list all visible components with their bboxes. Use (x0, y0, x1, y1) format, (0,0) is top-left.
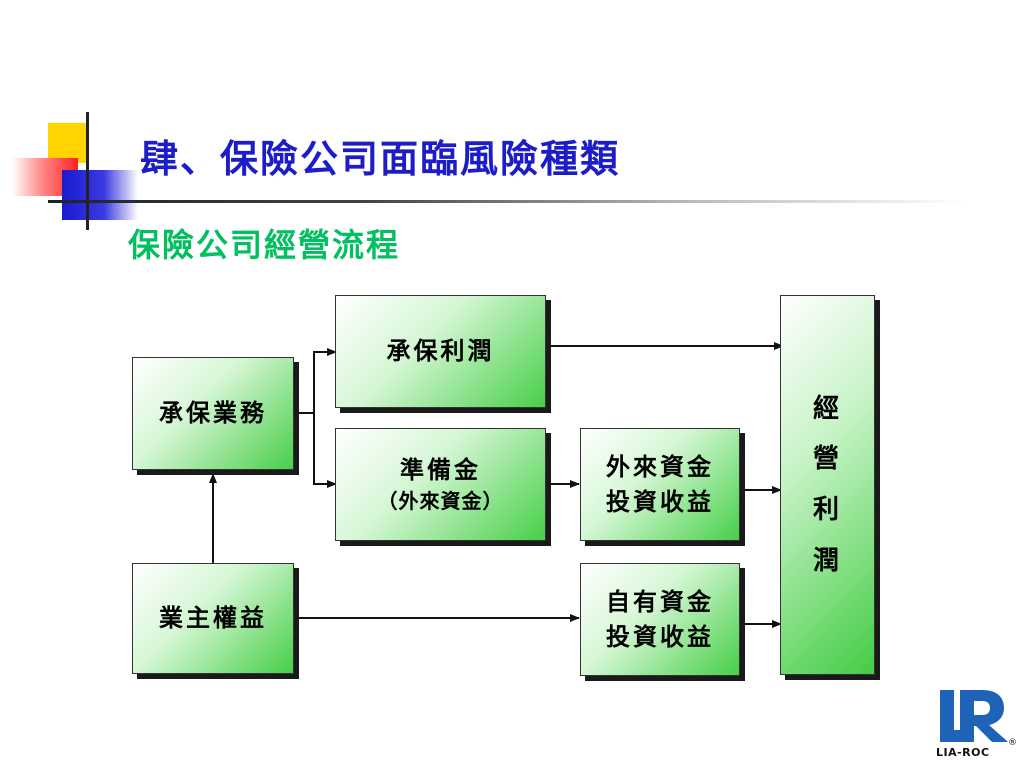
node-underwriting-profit-label: 承保利潤 (386, 336, 495, 366)
node-equity: 業主權益 (132, 563, 294, 674)
decor-yellow-square (48, 123, 88, 163)
node-own-investment: 自有資金 投資收益 (580, 563, 740, 676)
decor-vertical-line (86, 112, 89, 230)
slide-title: 肆、保險公司面臨風險種類 (140, 136, 621, 181)
decor-blue-square (62, 170, 138, 220)
node-reserve-line1: 準備金 (400, 454, 481, 484)
lia-roc-logo-mark (940, 690, 1008, 742)
node-own-investment-line1: 自有資金 (606, 586, 714, 616)
node-external-investment-line2: 投資收益 (606, 486, 714, 516)
node-reserve-line2: （外來資金） (377, 489, 504, 514)
node-underwriting-profit: 承保利潤 (335, 295, 546, 408)
edge-underwriting-to-reserve (313, 413, 337, 488)
title-underline (48, 200, 968, 203)
node-operating-profit: 經 營 利 潤 (780, 295, 875, 675)
registered-mark: ® (1008, 738, 1017, 748)
node-underwriting: 承保業務 (132, 357, 294, 470)
node-external-investment-line1: 外來資金 (606, 451, 714, 481)
node-operating-profit-char-4: 潤 (812, 545, 842, 576)
node-operating-profit-char-3: 利 (812, 495, 842, 525)
lia-roc-logo: LIA-ROC ® (936, 686, 1020, 768)
node-equity-label: 業主權益 (159, 603, 267, 633)
node-operating-profit-char-2: 營 (812, 444, 842, 475)
node-own-investment-line2: 投資收益 (606, 621, 714, 651)
lia-roc-logo-text: LIA-ROC (936, 746, 990, 759)
node-reserve: 準備金 （外來資金） (335, 428, 546, 541)
node-underwriting-label: 承保業務 (159, 398, 267, 428)
slide-subtitle: 保險公司經營流程 (128, 226, 401, 264)
edge-underwriting-to-uw-profit (313, 348, 337, 413)
node-operating-profit-char-1: 經 (812, 393, 842, 424)
node-external-investment: 外來資金 投資收益 (580, 428, 740, 541)
